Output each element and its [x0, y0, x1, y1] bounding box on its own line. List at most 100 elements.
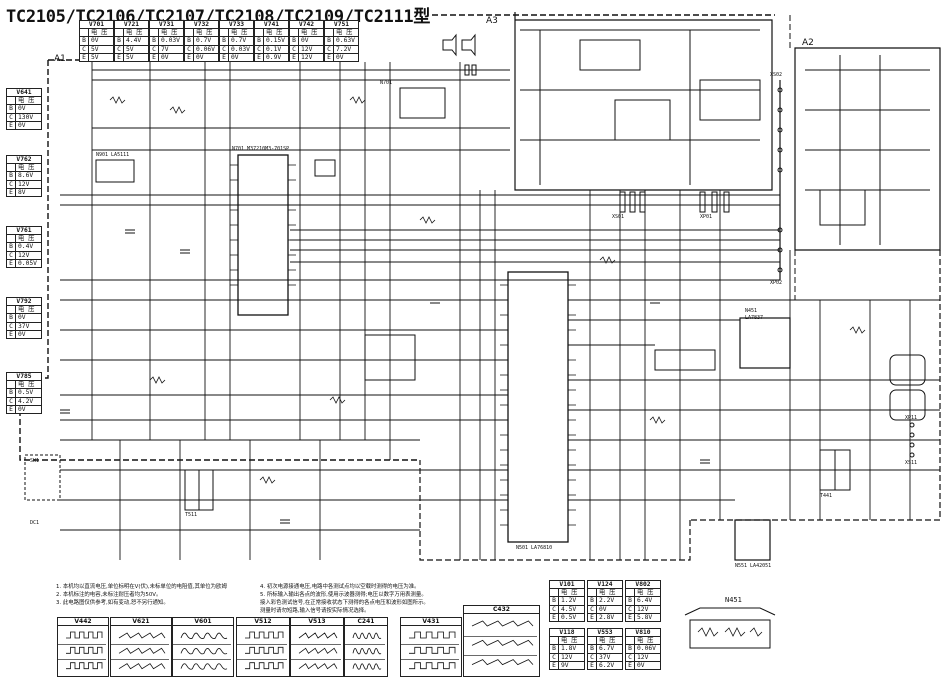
pin-label: [550, 637, 559, 645]
waveform-trace: [298, 632, 338, 639]
pin-label: E: [626, 661, 635, 670]
note-line: 3. 此电路图仅供参考,如有变动,恕不另行通知。: [56, 600, 169, 606]
waveform-trace: [409, 631, 456, 639]
pin-label: E: [325, 53, 334, 62]
voltage-value: 6.4V: [637, 597, 653, 605]
table-row: 电 压: [7, 306, 41, 315]
voltage-value: 电 压: [231, 29, 248, 37]
waveform-trace: [66, 631, 103, 639]
pin-label: [7, 97, 16, 105]
voltage-value: 0.5V: [561, 613, 577, 621]
table-row: 电 压: [220, 29, 253, 38]
voltage-value: 5V: [91, 45, 99, 53]
pin-label: C: [80, 45, 89, 53]
table-title: V601: [173, 618, 233, 626]
waveform-trace: [471, 620, 534, 627]
table-title: V762: [7, 156, 41, 165]
voltage-value: 1.2V: [561, 597, 577, 605]
voltage-value: 0V: [231, 53, 239, 61]
pin-label: [550, 589, 559, 597]
voltage-value: 12V: [18, 180, 30, 188]
voltage-value: 0V: [18, 105, 26, 113]
voltage-value: 4.4V: [126, 37, 142, 45]
voltage-value: 5V: [126, 45, 134, 53]
voltage-value: 2.2V: [599, 597, 615, 605]
pin-label: E: [115, 53, 124, 62]
pin-label: [7, 381, 16, 389]
pin-label: E: [220, 53, 229, 62]
waveform-plot: [58, 631, 108, 670]
waveform-trace: [66, 662, 103, 670]
waveform-trace: [352, 663, 382, 670]
pin-label: C: [7, 251, 16, 259]
table-title: V621: [111, 618, 171, 626]
waveform-trace: [66, 646, 103, 654]
pin-label: E: [80, 53, 89, 62]
voltage-value: 6.7V: [599, 645, 615, 653]
pin-label: C: [550, 605, 559, 613]
voltage-value: 0V: [637, 661, 645, 669]
ic-label-n901: N901 LA5111: [96, 152, 130, 158]
voltage-value: 0.06V: [196, 45, 215, 53]
pin-label: [220, 29, 229, 37]
pin-label: B: [626, 645, 635, 653]
waveform-plot: [401, 631, 461, 670]
pin-label: C: [7, 322, 16, 330]
waveform-trace: [180, 648, 228, 655]
pin-label: [255, 29, 264, 37]
pin-label: B: [80, 37, 89, 45]
voltage-value: 5V: [126, 53, 134, 61]
misc-label-xs02: XS02: [770, 72, 783, 78]
table-title: V810: [626, 629, 660, 638]
voltage-value: 0V: [161, 53, 169, 61]
voltage-value: 电 压: [196, 29, 213, 37]
waveform-trace: [245, 646, 284, 654]
voltage-value: 12V: [561, 653, 573, 661]
table-title: V731: [150, 21, 183, 30]
voltage-value: 0V: [91, 37, 99, 45]
table-title: V512: [237, 618, 289, 626]
ic-label-n701: N701 M37210M3-701SP: [232, 146, 290, 152]
misc-label-t511: T511: [185, 512, 198, 518]
waveform-trace: [409, 646, 456, 654]
ic-label-n701b: N701: [380, 80, 393, 86]
ic-label-bottom-n451: N451: [725, 596, 742, 604]
voltage-value: 电 压: [126, 29, 143, 37]
pin-label: [185, 29, 194, 37]
pin-label: [80, 29, 89, 37]
voltage-value: 9V: [561, 661, 569, 669]
pin-label: C: [7, 397, 16, 405]
voltage-value: 5.8V: [637, 613, 653, 621]
pin-label: B: [550, 645, 559, 653]
table-row: 电 压: [550, 637, 584, 646]
voltage-value: 12V: [301, 53, 313, 61]
ic-label-n451-part: LA7837: [745, 315, 764, 321]
voltage-value: 电 压: [561, 637, 578, 645]
